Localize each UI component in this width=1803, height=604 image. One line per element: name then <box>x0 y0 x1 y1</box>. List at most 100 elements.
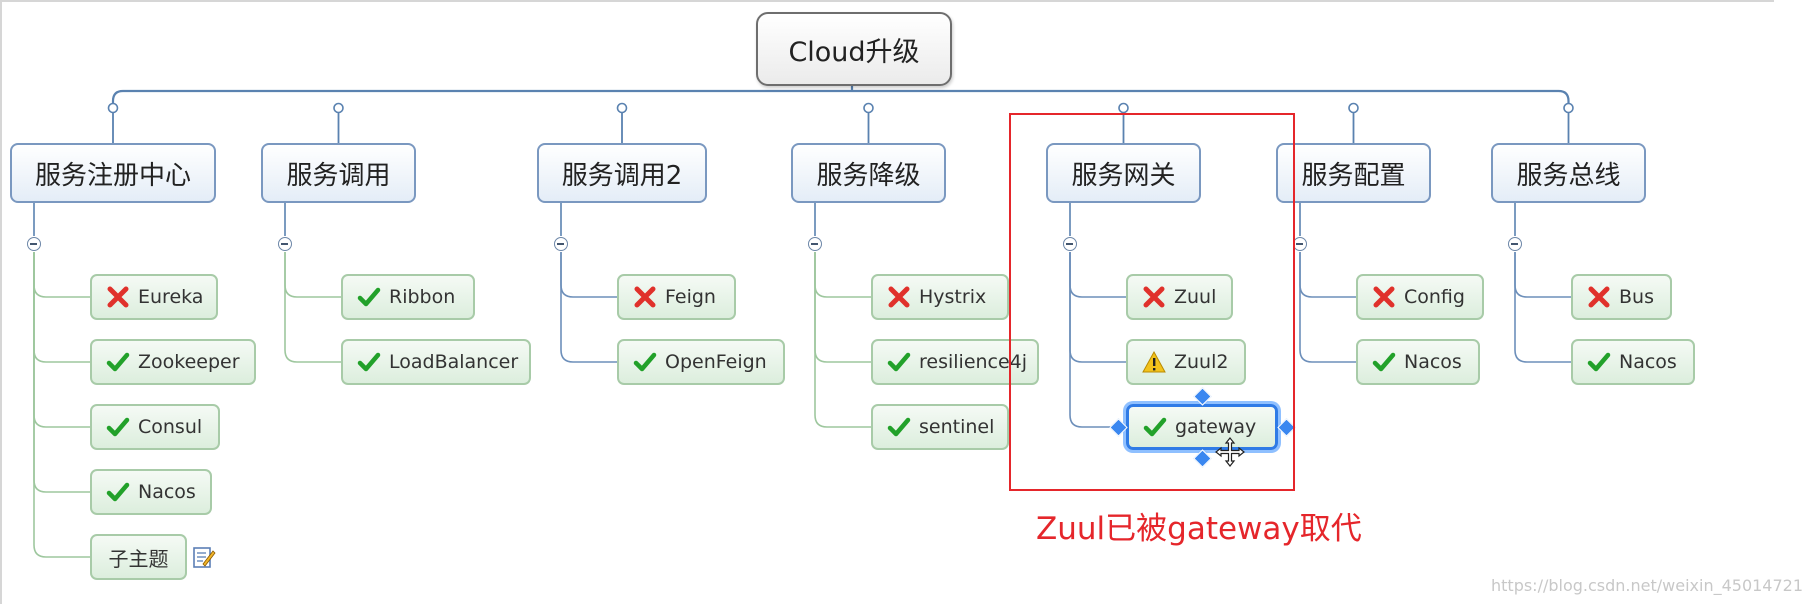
annotation-text: Zuul已被gateway取代 <box>1036 511 1362 547</box>
leaf-topic-degrade[interactable]: sentinel <box>871 404 1009 450</box>
check-icon <box>106 352 130 372</box>
check-icon <box>633 352 657 372</box>
warning-icon <box>1142 350 1166 373</box>
note-edit-icon[interactable] <box>192 545 216 569</box>
leaf-label: sentinel <box>919 416 995 438</box>
leaf-label: Nacos <box>138 481 196 503</box>
junction-dot <box>863 102 874 114</box>
leaf-label: gateway <box>1175 416 1257 438</box>
junction-dot <box>1118 102 1129 114</box>
canvas-left-border <box>0 0 2 604</box>
collapse-minus-icon[interactable] <box>27 237 41 251</box>
leaf-connector <box>33 252 90 363</box>
leaf-connector <box>560 252 617 298</box>
category-registry[interactable]: 服务注册中心 <box>10 143 216 203</box>
leaf-topic-invoke[interactable]: Ribbon <box>341 274 475 320</box>
cross-icon <box>1143 286 1165 308</box>
leaf-connector <box>33 252 90 428</box>
leaf-label: Eureka <box>138 286 204 308</box>
leaf-label: OpenFeign <box>665 351 767 373</box>
move-cursor-icon <box>1215 437 1245 467</box>
category-gateway[interactable]: 服务网关 <box>1046 143 1201 203</box>
cross-icon <box>1373 286 1395 308</box>
check-icon <box>887 352 911 372</box>
leaf-connector <box>33 252 90 558</box>
category-degrade[interactable]: 服务降级 <box>791 143 946 203</box>
leaf-topic-registry[interactable]: Zookeeper <box>90 339 256 385</box>
leaf-connector <box>1514 252 1571 298</box>
leaf-label: Ribbon <box>389 286 456 308</box>
watermark: https://blog.csdn.net/weixin_45014721 <box>1491 576 1803 595</box>
leaf-connector <box>1299 252 1356 363</box>
leaf-topic-config[interactable]: Nacos <box>1356 339 1480 385</box>
leaf-label: Hystrix <box>919 286 987 308</box>
leaf-label: 子主题 <box>108 546 169 571</box>
leaf-connector <box>284 252 341 298</box>
leaf-label: LoadBalancer <box>389 351 519 373</box>
cross-icon <box>634 286 656 308</box>
collapse-minus-icon[interactable] <box>1063 237 1077 251</box>
leaf-label: Zookeeper <box>138 351 240 373</box>
leaf-topic-invoke2[interactable]: OpenFeign <box>617 339 785 385</box>
category-bus[interactable]: 服务总线 <box>1491 143 1646 203</box>
leaf-topic-bus[interactable]: Bus <box>1571 274 1672 320</box>
leaf-label: Consul <box>138 416 203 438</box>
leaf-connector <box>814 252 871 363</box>
junction-dot <box>1348 102 1359 114</box>
leaf-connector <box>1069 252 1126 428</box>
leaf-label: Config <box>1404 286 1465 308</box>
leaf-topic-config[interactable]: Config <box>1356 274 1484 320</box>
category-config[interactable]: 服务配置 <box>1276 143 1431 203</box>
category-invoke[interactable]: 服务调用 <box>261 143 416 203</box>
check-icon <box>357 287 381 307</box>
leaf-topic-registry[interactable]: Eureka <box>90 274 218 320</box>
leaf-topic-gateway[interactable]: gateway <box>1126 404 1278 450</box>
check-icon <box>1587 352 1611 372</box>
check-icon <box>1372 352 1396 372</box>
junction-dot <box>107 102 119 114</box>
leaf-topic-invoke2[interactable]: Feign <box>617 274 736 320</box>
leaf-label: Bus <box>1619 286 1654 308</box>
collapse-minus-icon[interactable] <box>1293 237 1307 251</box>
leaf-topic-registry[interactable]: Consul <box>90 404 220 450</box>
junction-dot <box>333 102 344 114</box>
junction-dot <box>616 102 628 114</box>
category-invoke2[interactable]: 服务调用2 <box>537 143 707 203</box>
leaf-connector <box>284 252 341 363</box>
leaf-label: Zuul <box>1174 286 1217 308</box>
collapse-minus-icon[interactable] <box>278 237 292 251</box>
leaf-label: Nacos <box>1404 351 1462 373</box>
check-icon <box>106 417 130 437</box>
highlight-box <box>1009 113 1295 491</box>
collapse-minus-icon[interactable] <box>1508 237 1522 251</box>
check-icon <box>106 482 130 502</box>
leaf-topic-registry[interactable]: 子主题 <box>90 534 187 580</box>
cross-icon <box>888 286 910 308</box>
leaf-label: Feign <box>665 286 716 308</box>
collapse-minus-icon[interactable] <box>808 237 822 251</box>
junction-dot <box>1563 102 1574 114</box>
leaf-topic-gateway[interactable]: Zuul2 <box>1126 339 1246 385</box>
leaf-connector <box>560 252 617 363</box>
cross-icon <box>107 286 129 308</box>
leaf-topic-bus[interactable]: Nacos <box>1571 339 1695 385</box>
leaf-label: resilience4j <box>919 351 1028 373</box>
leaf-connector <box>814 252 871 428</box>
canvas-top-border <box>0 0 1774 2</box>
leaf-connector <box>33 252 90 493</box>
leaf-connector <box>33 252 90 298</box>
leaf-topic-degrade[interactable]: resilience4j <box>871 339 1039 385</box>
collapse-minus-icon[interactable] <box>554 237 568 251</box>
root-topic[interactable]: Cloud升级 <box>756 12 952 86</box>
check-icon <box>1143 417 1167 437</box>
leaf-topic-invoke[interactable]: LoadBalancer <box>341 339 531 385</box>
check-icon <box>887 417 911 437</box>
check-icon <box>357 352 381 372</box>
leaf-topic-degrade[interactable]: Hystrix <box>871 274 1009 320</box>
leaf-topic-registry[interactable]: Nacos <box>90 469 212 515</box>
leaf-topic-gateway[interactable]: Zuul <box>1126 274 1233 320</box>
leaf-connector <box>1299 252 1356 298</box>
bus-connector <box>111 89 1570 108</box>
